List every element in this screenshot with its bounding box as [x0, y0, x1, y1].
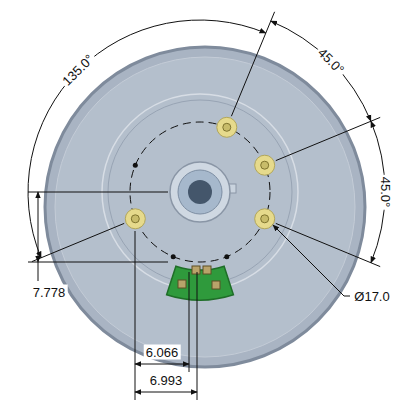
disc-face [55, 57, 355, 357]
sensor-pcb [167, 266, 234, 300]
outer-disc [45, 47, 365, 367]
hole-dot [171, 254, 176, 259]
hub-ring [178, 170, 222, 214]
dimension-label: 45.0° [313, 44, 348, 79]
shaft-bore [188, 180, 212, 204]
dimension-label: 45.0° [378, 175, 393, 210]
dimension-label: Ø17.0 [352, 289, 391, 304]
mounting-holes [125, 117, 274, 229]
hub [170, 162, 230, 222]
dimension-label: 6.993 [148, 373, 185, 388]
pcb-pads [178, 266, 220, 289]
dimension-label: 135.0° [58, 50, 98, 90]
diameter-leader [273, 225, 350, 296]
dimension-label: 7.778 [31, 285, 68, 300]
dimension-label: 6.066 [144, 345, 181, 360]
horizontal-dimensions [135, 231, 197, 400]
vertical-dimension [28, 192, 168, 281]
extension-lines [32, 12, 380, 267]
hole-dot [224, 254, 229, 259]
hole-dot [133, 163, 138, 168]
angle-arcs [28, 20, 385, 263]
